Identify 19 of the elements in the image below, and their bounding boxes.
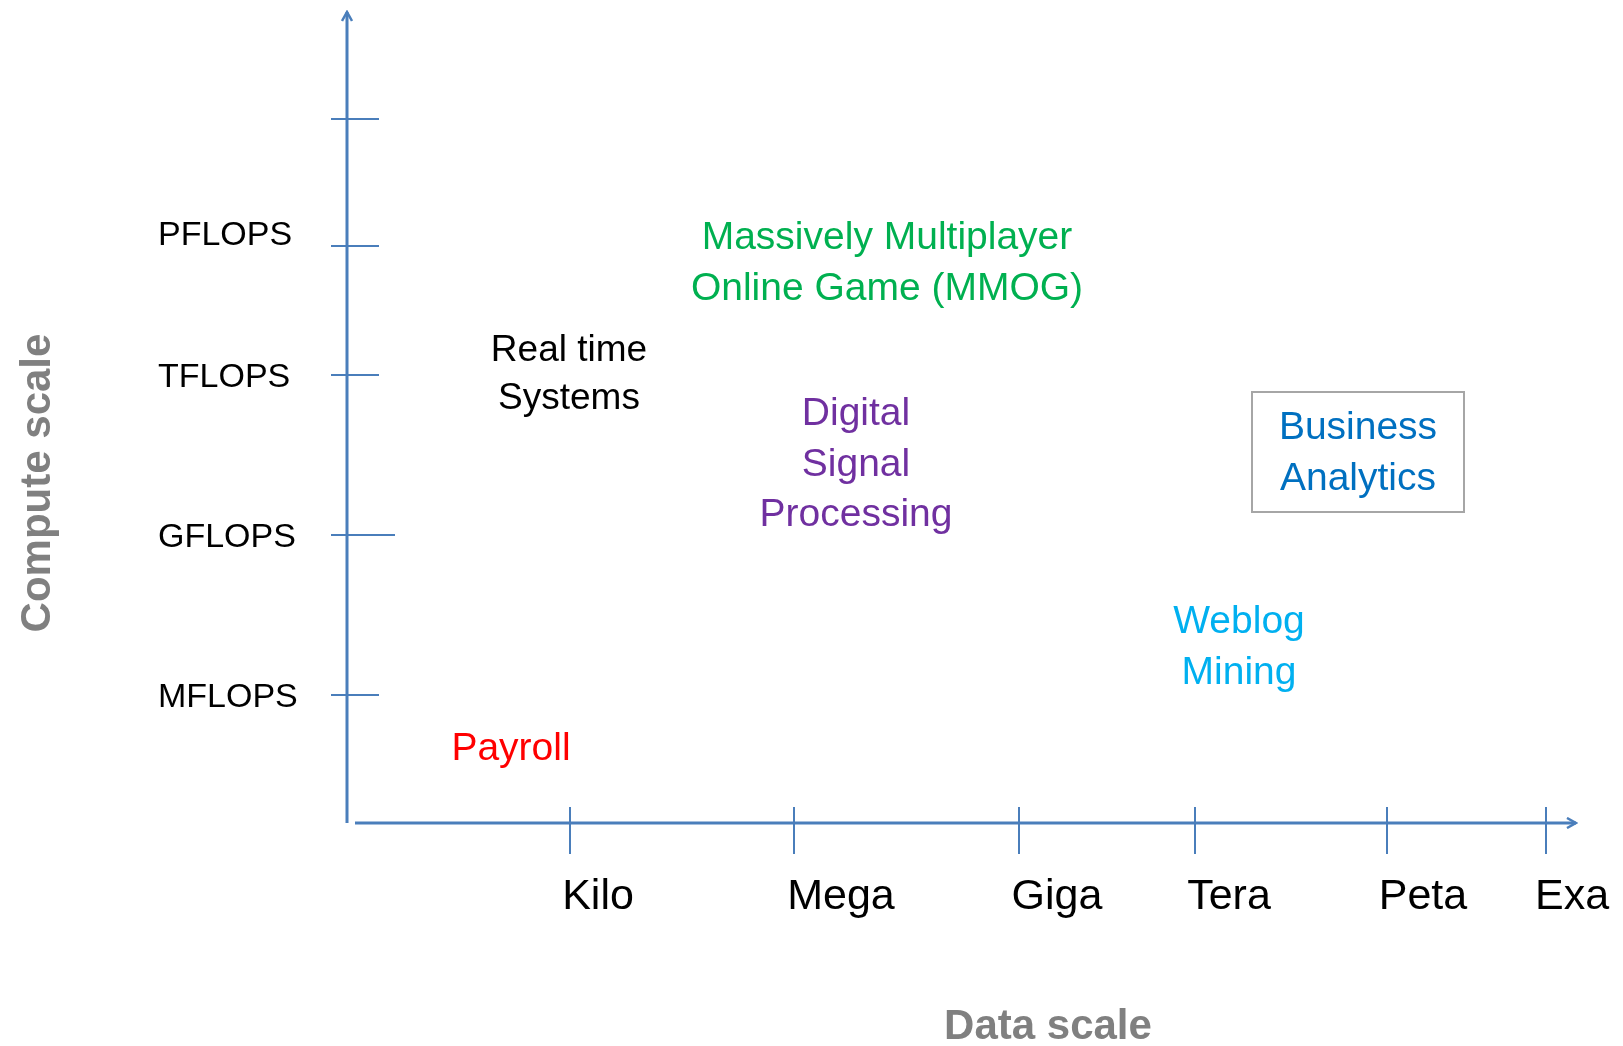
box-label: Business Analytics — [1277, 403, 1439, 500]
axis-tick-label: PFLOPS — [158, 212, 293, 254]
axis-tick-label: Tera — [1187, 869, 1271, 921]
data-label: Real time Systems — [489, 326, 649, 419]
axis-tick-label: GFLOPS — [158, 514, 296, 556]
axis-title: Data scale — [944, 999, 1152, 1046]
axis-tick-label: MFLOPS — [158, 674, 298, 716]
data-label: Massively Multiplayer Online Game (MMOG) — [689, 213, 1085, 310]
axis-tick-label: Peta — [1378, 869, 1468, 921]
label-box — [1251, 391, 1465, 513]
axis-tick-label: TFLOPS — [158, 354, 291, 396]
axis-title: Compute scale — [10, 333, 60, 633]
axis-tick-label: Giga — [1011, 869, 1103, 921]
axis-tick-label: Exa — [1534, 869, 1610, 921]
data-label: Weblog Mining — [1172, 597, 1306, 694]
axis-tick-label: Kilo — [562, 869, 634, 921]
axis-tick-label: Mega — [787, 869, 895, 921]
data-label: Digital Signal Processing — [758, 388, 954, 537]
data-label: Payroll — [451, 723, 571, 770]
